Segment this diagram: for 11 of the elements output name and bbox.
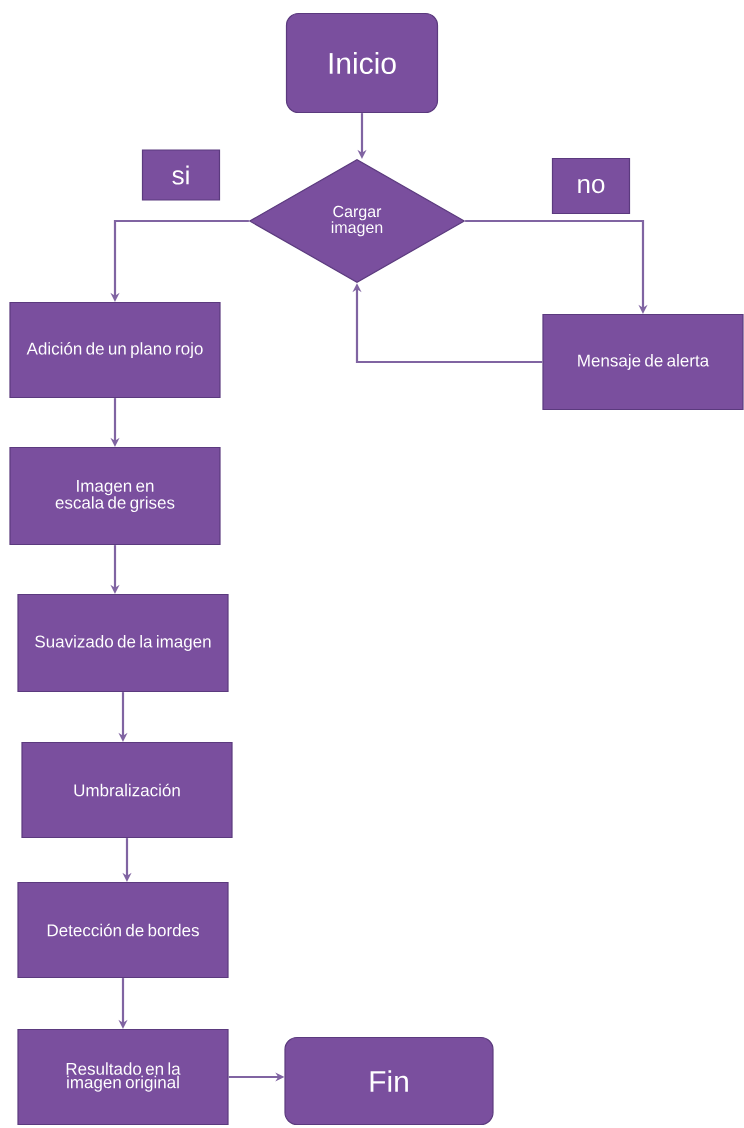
process-box: Detección de bordes	[17, 881, 229, 979]
terminal-box: Fin	[284, 1036, 494, 1126]
process-box: Imagen en escala de grises	[9, 446, 221, 546]
terminal-box: Inicio	[285, 12, 439, 114]
label-box: no	[551, 157, 631, 215]
process-box: Suavizado de la imagen	[17, 593, 229, 693]
label-box: si	[141, 149, 221, 201]
process-box: Mensaje de alerta	[542, 313, 744, 411]
process-box: Adición de un plano rojo	[9, 301, 221, 399]
process-box: Resultado en la imagen original	[17, 1028, 229, 1126]
process-box: Umbralización	[21, 741, 233, 839]
